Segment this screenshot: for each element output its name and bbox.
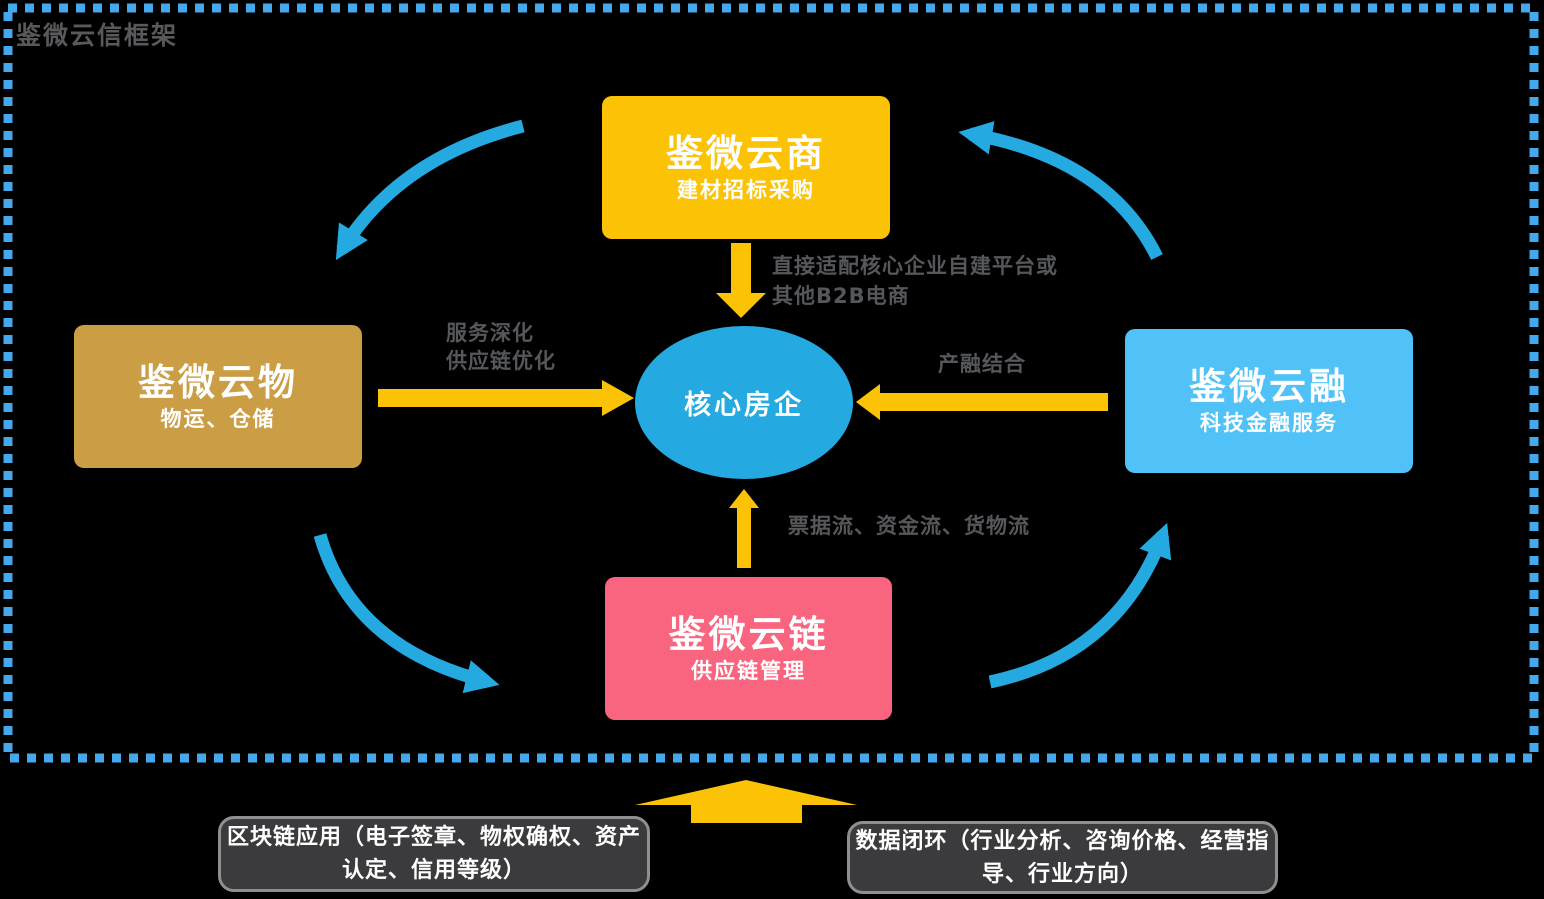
arrow-left-to-core bbox=[378, 380, 634, 416]
edge-label-bottom: 票据流、资金流、货物流 bbox=[788, 514, 1030, 538]
frame-title: 鉴微云信框架 bbox=[16, 21, 179, 50]
note-data-loop-line1: 数据闭环（行业分析、咨询价格、经营指 bbox=[855, 828, 1270, 854]
node-cloud-chain-title: 鉴微云链 bbox=[668, 612, 829, 656]
note-data-loop: 数据闭环（行业分析、咨询价格、经营指 导、行业方向） bbox=[847, 821, 1278, 894]
arrow-notes-to-frame bbox=[635, 780, 857, 823]
cycle-arrow-right-to-top bbox=[958, 121, 1163, 260]
arrow-bottom-to-core bbox=[729, 489, 759, 568]
node-cloud-commerce-subtitle: 建材招标采购 bbox=[677, 177, 815, 202]
node-cloud-chain: 鉴微云链 供应链管理 bbox=[605, 577, 892, 720]
note-blockchain-applications: 区块链应用（电子签章、物权确权、资产 认定、信用等级） bbox=[218, 816, 650, 892]
arrow-top-to-core bbox=[716, 243, 766, 318]
node-cloud-commerce-title: 鉴微云商 bbox=[666, 131, 826, 175]
edge-label-top-line1: 直接适配核心企业自建平台或 bbox=[772, 254, 1058, 278]
node-cloud-finance-subtitle: 科技金融服务 bbox=[1200, 411, 1338, 435]
core-enterprise-label: 核心房企 bbox=[684, 390, 804, 421]
arrow-right-to-core bbox=[856, 384, 1108, 420]
cycle-arrow-top-to-left bbox=[335, 119, 525, 261]
node-cloud-logistics: 鉴微云物 物运、仓储 bbox=[74, 325, 362, 468]
edge-label-right: 产融结合 bbox=[938, 352, 1026, 376]
cycle-arrow-bottom-to-right bbox=[988, 522, 1172, 689]
edge-label-left: 服务深化 供应链优化 bbox=[446, 319, 556, 375]
node-cloud-finance: 鉴微云融 科技金融服务 bbox=[1125, 329, 1413, 473]
note-data-loop-line2: 导、行业方向） bbox=[981, 861, 1143, 887]
edge-label-left-line1: 服务深化 bbox=[446, 321, 534, 345]
cycle-arrow-left-to-bottom bbox=[313, 533, 500, 694]
note-blockchain-line2: 认定、信用等级） bbox=[341, 858, 526, 883]
node-cloud-chain-subtitle: 供应链管理 bbox=[691, 658, 806, 683]
core-enterprise-ellipse: 核心房企 bbox=[635, 326, 853, 479]
note-blockchain-line1: 区块链应用（电子签章、物权确权、资产 bbox=[226, 825, 641, 850]
node-cloud-commerce: 鉴微云商 建材招标采购 bbox=[602, 96, 890, 239]
edge-label-top-line2: 其他B2B电商 bbox=[772, 284, 910, 308]
node-cloud-finance-title: 鉴微云融 bbox=[1189, 365, 1349, 408]
node-cloud-logistics-subtitle: 物运、仓储 bbox=[160, 406, 276, 431]
node-cloud-logistics-title: 鉴微云物 bbox=[138, 360, 298, 404]
edge-label-left-line2: 供应链优化 bbox=[446, 349, 556, 373]
edge-label-top: 直接适配核心企业自建平台或 其他B2B电商 bbox=[772, 251, 1058, 311]
